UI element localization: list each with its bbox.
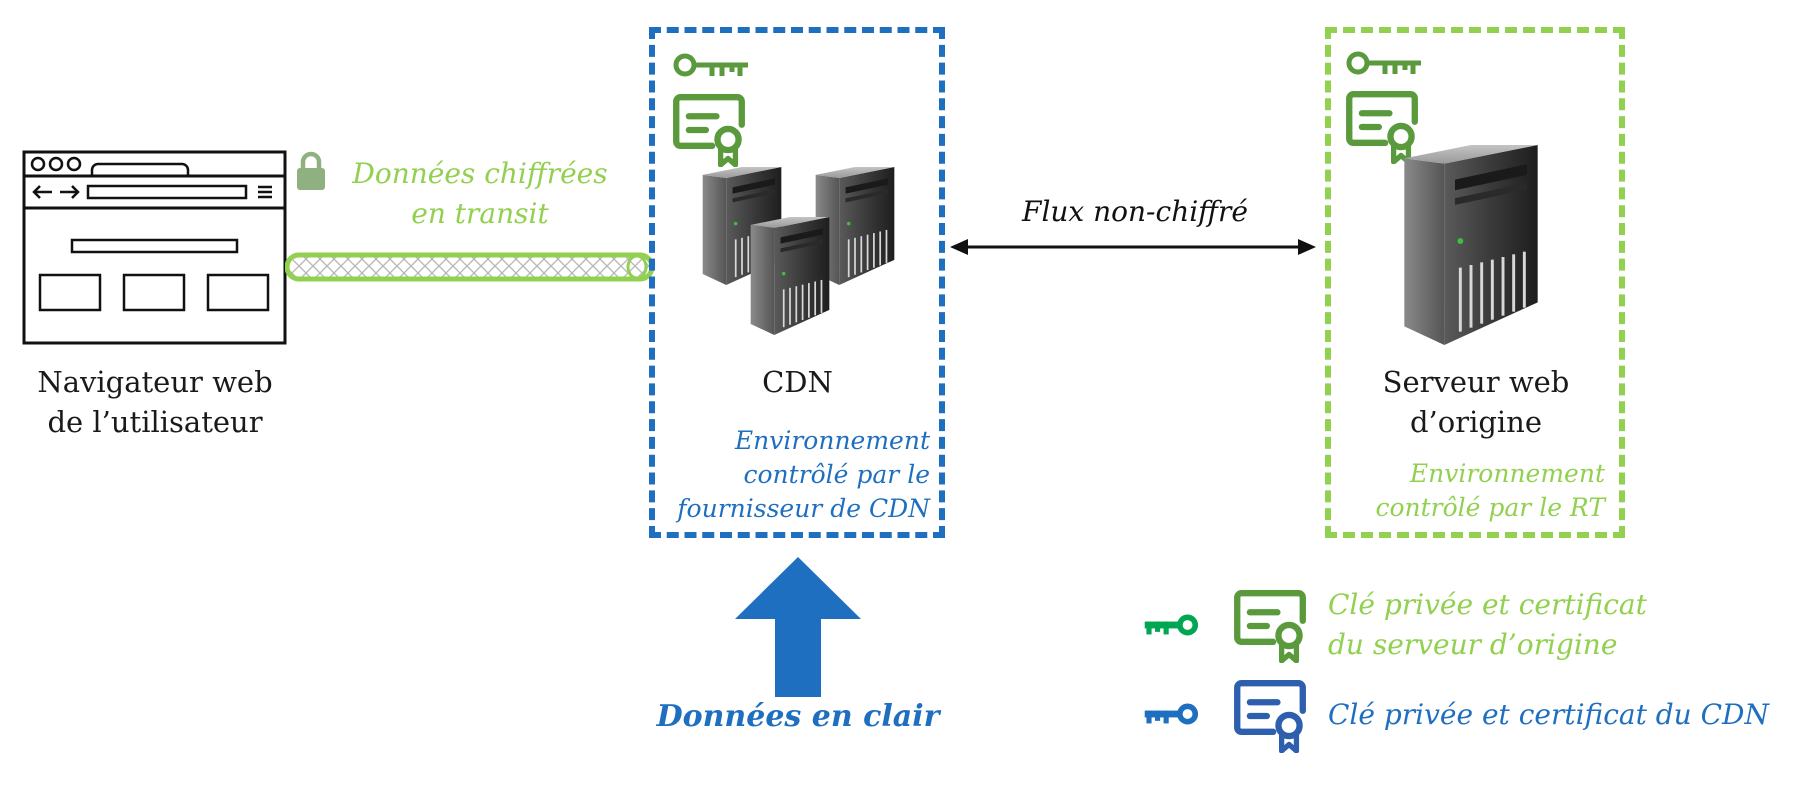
plaintext-arrow	[735, 557, 861, 697]
cdn-environment-region	[649, 27, 945, 538]
origin-env-line2: contrôlé par le RT	[1375, 493, 1605, 522]
browser-label: Navigateur web de l’utilisateur	[10, 362, 300, 442]
tunnel-label-line1: Données chiffrées	[352, 157, 608, 190]
cdn-env-line3: fournisseur de CDN	[677, 494, 930, 523]
lock-icon	[296, 150, 326, 192]
flow-arrow	[950, 235, 1316, 259]
cdn-label: CDN	[762, 365, 833, 399]
tunnel-label-line2: en transit	[411, 197, 549, 230]
origin-key-icon	[1345, 50, 1425, 80]
origin-environment-label: Environnement contrôlé par le RT	[1330, 457, 1605, 525]
browser-window-icon	[22, 150, 287, 345]
legend-cdn-certificate-icon	[1233, 679, 1307, 753]
origin-server-icon	[1402, 145, 1540, 345]
legend-origin-line1: Clé privée et certificat	[1328, 588, 1647, 621]
browser-label-line1: Navigateur web	[37, 365, 273, 399]
cdn-certificate-icon	[672, 93, 746, 167]
flow-label: Flux non-chiffré	[1022, 195, 1248, 228]
cdn-server-icon	[700, 165, 900, 335]
encrypted-tunnel	[285, 252, 655, 282]
origin-label-line1: Serveur web	[1382, 365, 1570, 399]
origin-label-line2: d’origine	[1409, 405, 1543, 439]
cdn-env-line2: contrôlé par le	[743, 460, 930, 489]
legend-cdn-key-icon	[1143, 701, 1203, 727]
cdn-key-icon	[672, 52, 752, 82]
legend-origin-label: Clé privée et certificat du serveur d’or…	[1328, 585, 1788, 665]
legend-origin-line2: du serveur d’origine	[1328, 628, 1618, 661]
legend: Clé privée et certificat du serveur d’or…	[1140, 585, 1800, 765]
cdn-env-line1: Environnement	[734, 426, 930, 455]
origin-environment-region	[1325, 27, 1625, 538]
tunnel-label: Données chiffrées en transit	[330, 154, 630, 234]
origin-env-line1: Environnement	[1409, 459, 1605, 488]
plaintext-label: Données en clair	[656, 699, 940, 734]
legend-cdn-label: Clé privée et certificat du CDN	[1328, 698, 1769, 731]
legend-origin-key-icon	[1143, 612, 1203, 638]
origin-label: Serveur web d’origine	[1340, 362, 1612, 442]
browser-label-line2: de l’utilisateur	[47, 405, 263, 439]
cdn-environment-label: Environnement contrôlé par le fournisseu…	[650, 424, 930, 526]
legend-origin-certificate-icon	[1233, 589, 1307, 663]
